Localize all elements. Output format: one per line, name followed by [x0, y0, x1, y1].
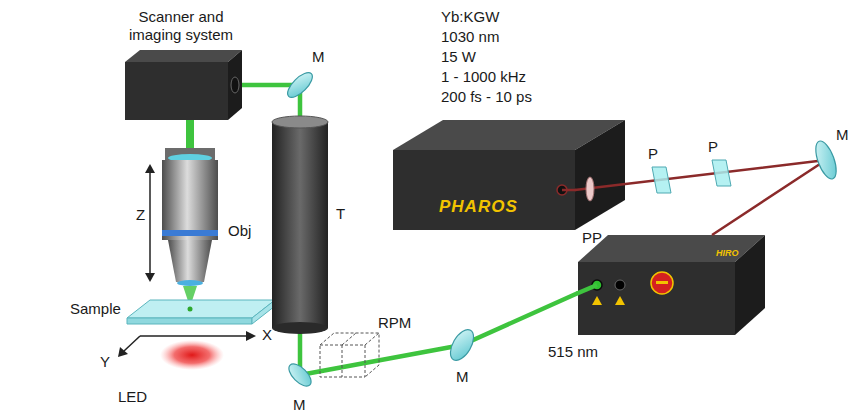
node-text: Scanner and imaging system — [120, 8, 242, 44]
component-label: Obj — [228, 222, 251, 239]
node-text: HIRO — [716, 248, 739, 259]
mirror — [284, 69, 317, 102]
component-label: M — [312, 48, 325, 65]
laser-housing — [393, 120, 625, 230]
objective-lens — [162, 148, 218, 307]
laser-spec: Yb:KGW — [441, 8, 499, 25]
laser-spec: 1030 nm — [441, 28, 499, 45]
laser-spec: 200 fs - 10 ps — [441, 88, 532, 105]
pulse-picker — [586, 177, 594, 201]
mirror — [446, 326, 479, 364]
component-label: LED — [118, 388, 147, 405]
led-glow — [160, 340, 224, 370]
component-label: T — [336, 205, 345, 222]
laser-spec: 15 W — [441, 48, 476, 65]
prism — [652, 167, 671, 193]
prism — [712, 160, 731, 186]
green-beam — [186, 120, 194, 150]
component-label: M — [456, 368, 469, 385]
z-axis-arrow — [145, 164, 155, 282]
ir-laser-beam — [575, 160, 826, 235]
ir-beam-stub — [562, 189, 576, 192]
scanner-system: Scanner and imaging system — [120, 8, 242, 120]
harmonic-module-housing — [578, 235, 765, 335]
laser-head: PHAROS — [393, 150, 575, 230]
wavelength-label: 515 nm — [548, 343, 598, 360]
sample-slide — [127, 300, 275, 324]
component-label: M — [293, 396, 306, 413]
axis-label: Y — [100, 353, 110, 370]
node-text: PHAROS — [439, 197, 518, 217]
axis-label: Z — [136, 206, 145, 223]
harmonic-module: HIRO — [578, 235, 765, 335]
green-laser-beam — [242, 85, 578, 375]
component-label: PP — [582, 229, 602, 246]
laser-spec: 1 - 1000 kHz — [441, 68, 526, 85]
green-beam-stub — [577, 285, 597, 294]
component-label: RPM — [378, 314, 411, 331]
axis-label: X — [262, 326, 272, 343]
component-label: Sample — [70, 300, 121, 317]
scanner-housing — [125, 50, 242, 120]
mirror — [285, 360, 315, 390]
rotating-polarizer-module — [320, 333, 379, 377]
component-label: P — [708, 138, 718, 155]
component-label: P — [648, 145, 658, 162]
telescope-tube — [272, 116, 328, 334]
component-label: M — [836, 126, 849, 143]
mirror — [812, 138, 841, 181]
xy-axis-arrows — [118, 331, 256, 357]
